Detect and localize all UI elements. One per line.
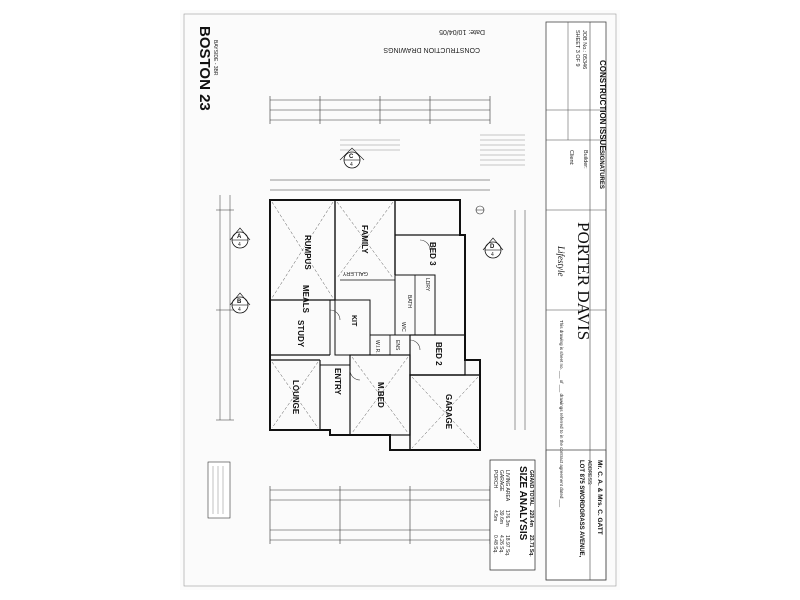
- section-marker-b: B 4: [229, 292, 251, 314]
- brand-logo: PORTER DAVIS: [574, 222, 593, 340]
- room-family: FAMILY: [360, 225, 369, 254]
- size-row-4-sq: 23.71 Sq.: [528, 535, 534, 557]
- brand-sub: Lifestyle: [556, 245, 566, 277]
- room-garage: GARAGE: [444, 394, 453, 430]
- sheet-note: This drawing is sheet no. ___ of ___ dra…: [559, 320, 564, 508]
- size-row-2-label: GARAGE: [498, 470, 504, 492]
- house-walls: [269, 199, 481, 451]
- notes-box: [207, 461, 231, 519]
- size-analysis: SIZE ANALYSIS LIVING AREA 176.3m 18.97 S…: [489, 459, 536, 571]
- room-labels: RUMPUS FAMILY BED 3 MEALS KIT STUDY BED …: [291, 225, 453, 430]
- marker-b-letter: B: [237, 299, 242, 305]
- address-label: ADDRESS:: [586, 460, 592, 486]
- signatures-label: SIGNATURES: [598, 150, 604, 189]
- north-arrow: [475, 205, 485, 215]
- room-lounge: LOUNGE: [291, 380, 300, 415]
- section-markers: A 4 B 4 C 4: [229, 147, 504, 314]
- client-name: Mr. C. A. & Mrs. C. GATT: [596, 460, 603, 535]
- room-ensuite: ENS: [394, 340, 400, 351]
- section-marker-c: C 4: [339, 147, 365, 169]
- dimension-lines: [219, 99, 526, 541]
- marker-c-sub: 4: [350, 162, 353, 168]
- note-text-lines: [340, 134, 525, 166]
- issue-label: CONSTRUCTION ISSUE: [598, 60, 607, 151]
- client-label: Client:: [568, 150, 574, 166]
- size-row-3-sq: 0.48 Sq.: [492, 535, 498, 554]
- job-number: JOB No.: 05346: [581, 30, 587, 69]
- floor-plan-drawing: CONSTRUCTION ISSUE JOB No.: 05346 SHEET …: [183, 13, 617, 587]
- size-row-3-label: PORCH: [492, 470, 498, 488]
- room-mbed: M.BED: [376, 382, 385, 408]
- room-kit: KIT: [350, 315, 357, 327]
- plan-sheet: CONSTRUCTION ISSUE JOB No.: 05346 SHEET …: [180, 10, 620, 590]
- size-row-4-sqm: 220.4m: [528, 510, 534, 528]
- builder-label: Builder:: [582, 150, 588, 169]
- room-entry: ENTRY: [333, 368, 342, 395]
- size-row-1-sqm: 176.3m: [504, 510, 510, 527]
- section-marker-a: A 4: [229, 227, 251, 249]
- room-bed3: BED 3: [428, 242, 437, 266]
- room-gallery: GALLERY: [342, 270, 368, 276]
- room-bed2: BED 2: [434, 342, 443, 366]
- size-analysis-title: SIZE ANALYSIS: [517, 466, 528, 541]
- construction-stamp: CONSTRUCTION DRAWINGS: [383, 46, 480, 53]
- size-row-2-sqm: 39.6m: [498, 510, 504, 524]
- sheet-number: SHEET 3 OF 9: [574, 30, 580, 67]
- facade-name: BAYSIDE - 3BR: [212, 40, 218, 76]
- size-row-3-sqm: 4.5m: [492, 510, 498, 521]
- model-title: BOSTON 23: [196, 26, 213, 111]
- marker-d-sub: 4: [491, 252, 494, 258]
- room-wir: W.I.R.: [374, 340, 380, 354]
- room-wc: W/C: [400, 322, 406, 332]
- sheet-border: [183, 13, 617, 587]
- marker-d-letter: D: [490, 244, 495, 250]
- room-laundry: LDRY: [424, 278, 430, 292]
- room-bath: BATH: [406, 295, 412, 308]
- room-rumpus: RUMPUS: [303, 235, 312, 270]
- address-text: LOT 875 SWORDGRASS AVENUE,: [578, 460, 584, 558]
- size-row-1-sq: 18.97 Sq.: [504, 535, 510, 556]
- notes-box-lines: [212, 466, 224, 514]
- marker-a-sub: 4: [238, 242, 241, 248]
- size-row-1-label: LIVING AREA: [504, 470, 510, 502]
- section-marker-d: D 4: [482, 237, 504, 259]
- marker-a-letter: A: [237, 234, 242, 240]
- room-study: STUDY: [296, 320, 305, 348]
- client-info: Mr. C. A. & Mrs. C. GATT ADDRESS: LOT 87…: [545, 449, 607, 581]
- ceiling-lines: [271, 201, 479, 449]
- title-block: CONSTRUCTION ISSUE JOB No.: 05346 SHEET …: [545, 21, 607, 581]
- room-meals: MEALS: [301, 285, 310, 314]
- marker-c-letter: C: [349, 154, 354, 160]
- size-row-2-sq: 4.26 Sq.: [498, 535, 504, 554]
- door-swings: [329, 239, 431, 381]
- size-row-4-label: GRAND TOTAL: [528, 470, 534, 506]
- marker-b-sub: 4: [238, 307, 241, 313]
- date-stamp: Date: 10/04/05: [439, 28, 485, 35]
